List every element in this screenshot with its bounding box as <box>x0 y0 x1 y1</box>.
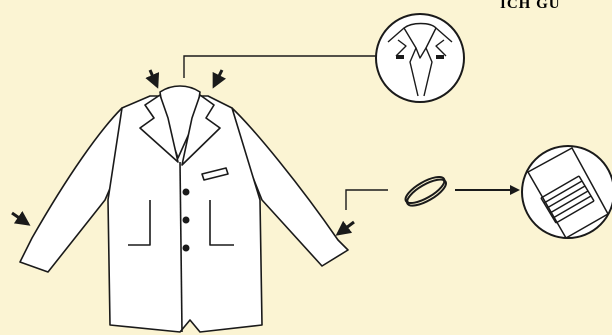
left-sleeve <box>20 108 122 272</box>
collar-connector <box>184 56 376 78</box>
button-3 <box>183 245 190 252</box>
button-1 <box>183 189 190 196</box>
pointer-arrow-icon <box>214 70 222 86</box>
jacket <box>20 86 348 332</box>
button-2 <box>183 217 190 224</box>
cuff-connector <box>346 190 388 210</box>
pointer-arrow-icon <box>150 70 157 86</box>
lapel-detail-circle <box>376 14 464 102</box>
pointer-arrow-icon <box>12 213 28 224</box>
ring-icon <box>402 172 450 210</box>
pointer-arrow-icon <box>338 222 354 234</box>
cuff-detail-circle <box>522 146 612 238</box>
